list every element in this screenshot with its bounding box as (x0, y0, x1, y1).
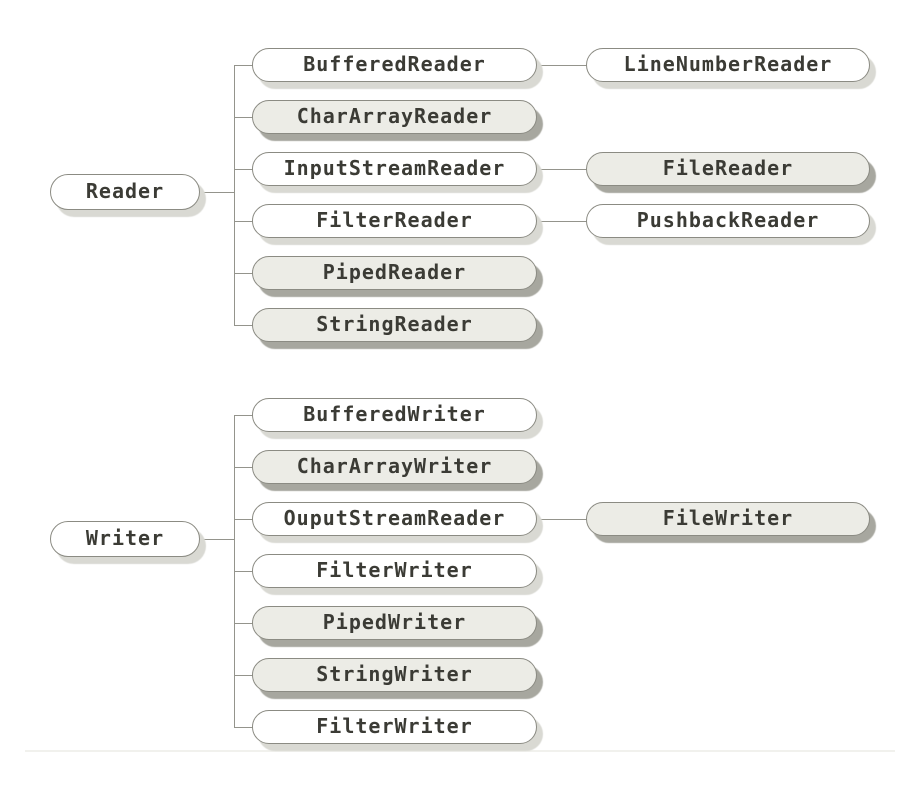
node-writer: Writer (50, 521, 200, 557)
reader-hierarchy-subclass-connector (533, 169, 592, 170)
node-chararrayreader: CharArrayReader (252, 100, 537, 134)
node-stringreader: StringReader (252, 308, 537, 342)
node-label: InputStreamReader (283, 156, 506, 180)
node-label: FilterWriter (316, 558, 473, 582)
reader-hierarchy-branch-line (234, 325, 258, 326)
node-pushbackreader: PushbackReader (586, 204, 870, 238)
node-inputstreamreader: InputStreamReader (252, 152, 537, 186)
reader-hierarchy-branch-line (234, 221, 258, 222)
node-filterwriter-2: FilterWriter (252, 710, 537, 744)
node-label: CharArrayWriter (296, 454, 493, 478)
node-label: LineNumberReader (623, 52, 833, 76)
node-chararraywriter: CharArrayWriter (252, 450, 537, 484)
reader-hierarchy-parent-connector (198, 192, 235, 193)
writer-hierarchy-branch-line (234, 727, 258, 728)
reader-hierarchy-trunk-line (234, 65, 235, 325)
node-label: BufferedReader (303, 52, 486, 76)
node-label: FileWriter (662, 506, 794, 530)
node-linenumberreader: LineNumberReader (586, 48, 870, 82)
page-divider (25, 750, 895, 752)
node-label: OuputStreamReader (283, 506, 506, 530)
node-label: StringReader (316, 312, 473, 336)
writer-hierarchy-branch-line (234, 519, 258, 520)
reader-hierarchy-subclass-connector (533, 65, 592, 66)
node-filterreader: FilterReader (252, 204, 537, 238)
writer-hierarchy-branch-line (234, 623, 258, 624)
node-label: Reader (85, 179, 165, 203)
node-label: PushbackReader (636, 208, 820, 232)
writer-hierarchy-branch-line (234, 415, 258, 416)
node-label: BufferedWriter (303, 402, 486, 426)
node-pipedreader: PipedReader (252, 256, 537, 290)
node-label: CharArrayReader (296, 104, 493, 128)
reader-hierarchy-branch-line (234, 117, 258, 118)
node-bufferedreader: BufferedReader (252, 48, 537, 82)
writer-hierarchy-branch-line (234, 675, 258, 676)
node-stringwriter: StringWriter (252, 658, 537, 692)
node-filereader: FileReader (586, 152, 870, 186)
node-label: StringWriter (316, 662, 473, 686)
node-label: FilterWriter (316, 714, 473, 738)
node-reader: Reader (50, 174, 200, 210)
reader-hierarchy-branch-line (234, 65, 258, 66)
node-label: FileReader (662, 156, 794, 180)
writer-hierarchy-branch-line (234, 467, 258, 468)
node-bufferedwriter: BufferedWriter (252, 398, 537, 432)
node-filewriter: FileWriter (586, 502, 870, 536)
node-pipedwriter: PipedWriter (252, 606, 537, 640)
node-ouputstreamreader: OuputStreamReader (252, 502, 537, 536)
node-filterwriter: FilterWriter (252, 554, 537, 588)
node-label: FilterReader (316, 208, 473, 232)
reader-hierarchy-branch-line (234, 169, 258, 170)
reader-hierarchy-subclass-connector (533, 221, 592, 222)
node-label: PipedReader (322, 260, 467, 284)
node-label: PipedWriter (322, 610, 467, 634)
writer-hierarchy-subclass-connector (533, 519, 592, 520)
reader-hierarchy-branch-line (234, 273, 258, 274)
writer-hierarchy-parent-connector (198, 539, 235, 540)
node-label: Writer (85, 526, 165, 550)
writer-hierarchy-branch-line (234, 571, 258, 572)
